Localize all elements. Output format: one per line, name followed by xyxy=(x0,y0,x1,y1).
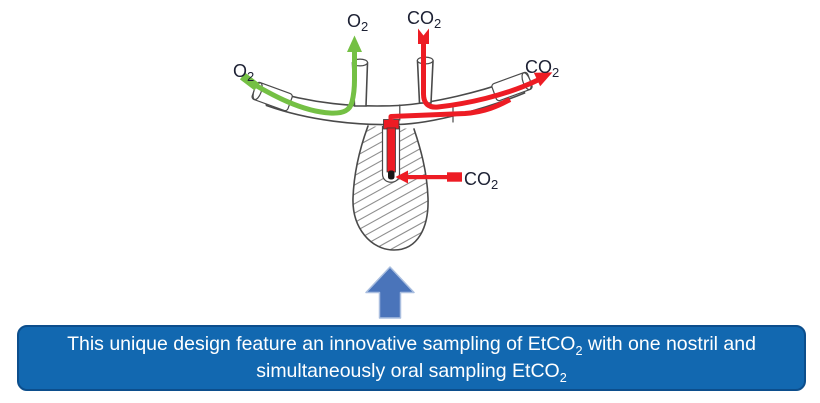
o2-top-label: O2 xyxy=(347,11,368,34)
co2-flow-arrow xyxy=(388,28,553,123)
caption-line-1: This unique design feature an innovative… xyxy=(67,333,756,358)
o2-left-label: O2 xyxy=(233,61,254,84)
cannula-diagram: O2 O2 CO2 CO2 CO2 xyxy=(233,8,559,319)
co2-flow-tail xyxy=(418,28,429,44)
oral-co2-branch xyxy=(388,97,512,123)
co2-arrowhead-icon xyxy=(533,72,553,87)
caption-line-2: simultaneously oral sampling EtCO2 xyxy=(256,360,567,385)
caption-banner: This unique design feature an innovative… xyxy=(17,325,806,391)
up-arrow-icon xyxy=(365,266,415,319)
oral-scoop xyxy=(352,125,429,251)
o2-flow-arrow xyxy=(239,35,362,116)
oral-sampling-tube xyxy=(383,119,400,180)
co2-right-label: CO2 xyxy=(525,57,559,80)
oral-co2-pointer-arrow xyxy=(395,170,462,184)
left-arrowhead-icon xyxy=(395,170,408,184)
o2-arrowhead-icon xyxy=(347,35,362,52)
oral-tube-tip xyxy=(388,170,395,180)
co2-top-label: CO2 xyxy=(407,8,441,31)
co2-oral-label: CO2 xyxy=(464,169,498,192)
